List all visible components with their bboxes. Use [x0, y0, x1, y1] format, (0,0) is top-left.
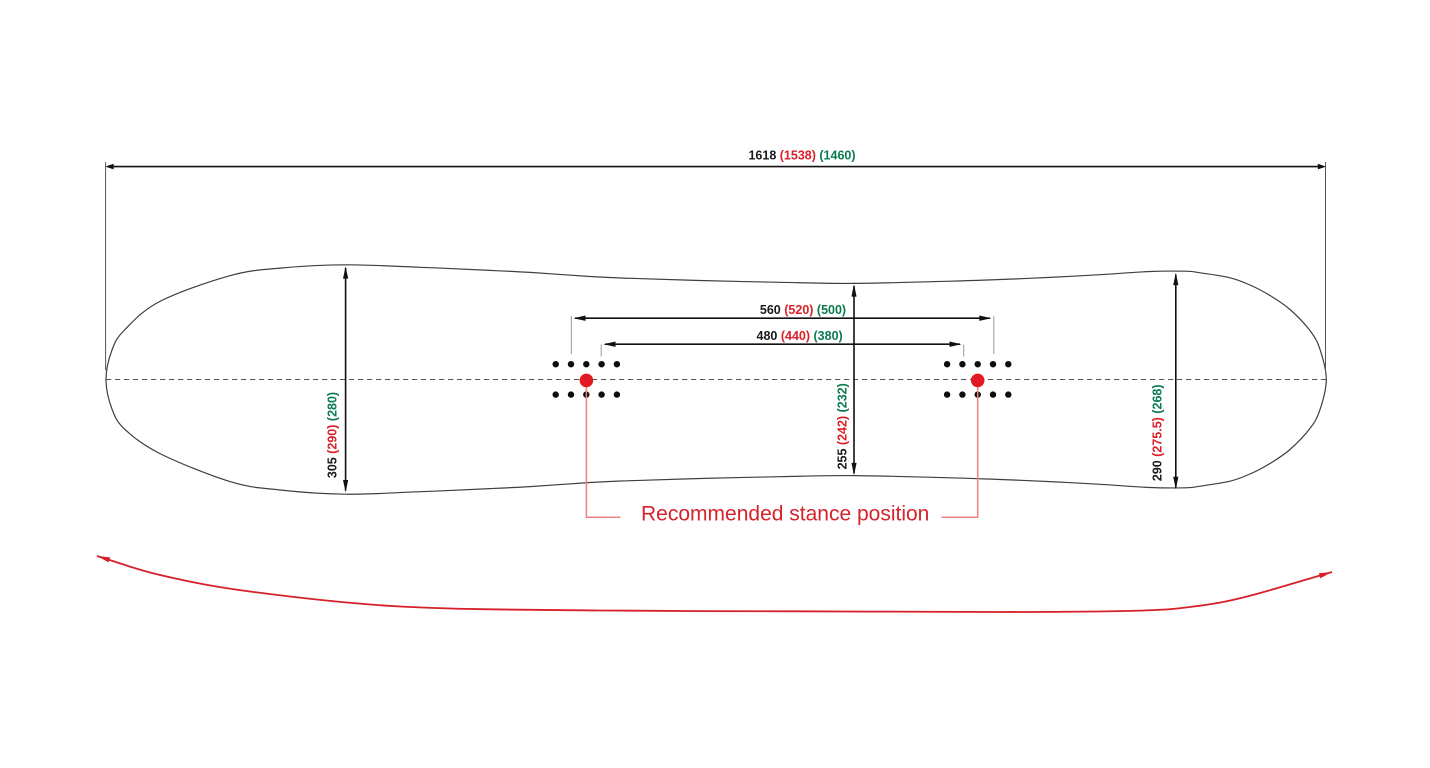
svg-text:Recommended stance position: Recommended stance position [641, 503, 929, 526]
svg-text:290 (275.5) (268): 290 (275.5) (268) [1151, 384, 1165, 481]
svg-text:560 (520) (500): 560 (520) (500) [760, 303, 846, 317]
svg-text:480 (440) (380): 480 (440) (380) [757, 329, 843, 343]
svg-text:1618 (1538) (1460): 1618 (1538) (1460) [748, 149, 855, 163]
svg-text:255 (242) (232): 255 (242) (232) [836, 383, 850, 469]
svg-text:305 (290) (280): 305 (290) (280) [326, 392, 340, 478]
